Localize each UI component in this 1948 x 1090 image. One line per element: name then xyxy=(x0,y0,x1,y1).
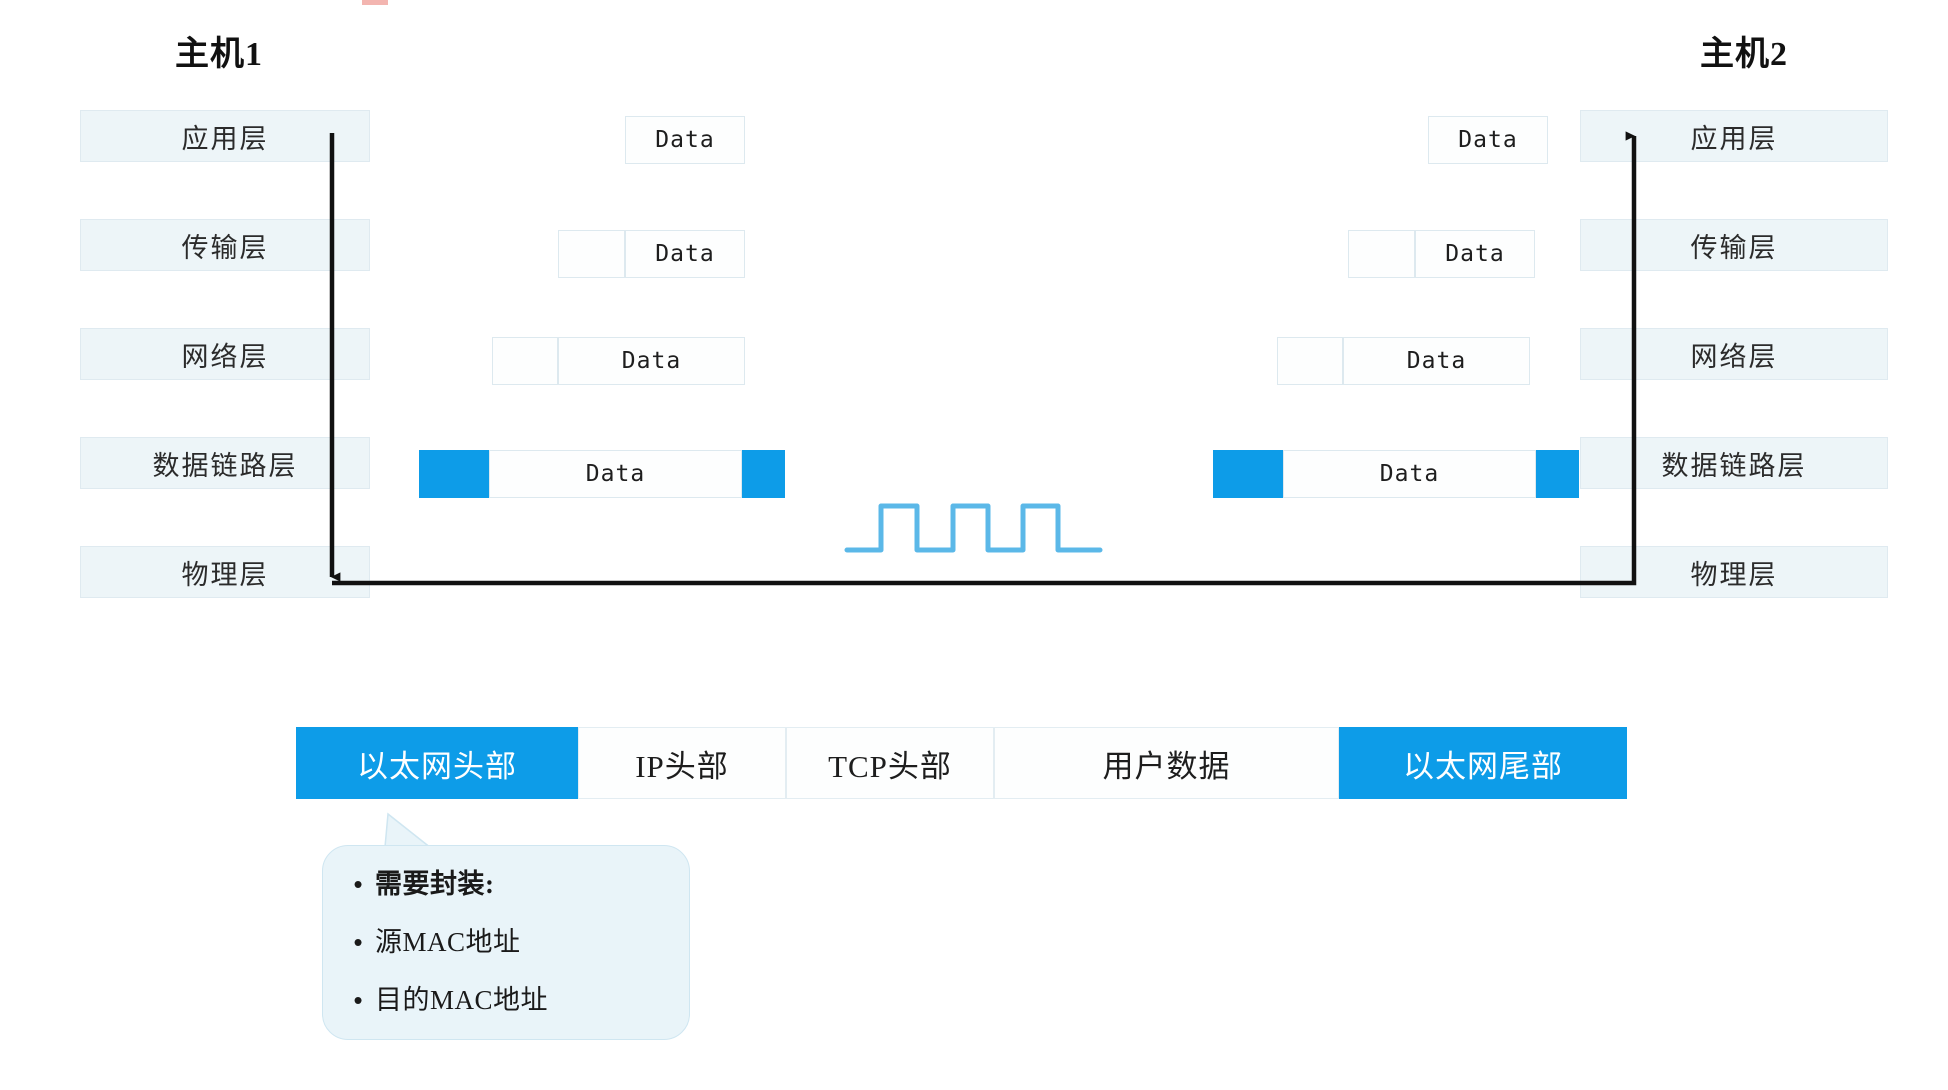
callout-item: • 需要封装: xyxy=(341,862,675,920)
host1-packet-network: Data xyxy=(492,337,745,385)
host2-packet-datalink: Data xyxy=(1213,450,1579,498)
callout-item: • 目的MAC地址 xyxy=(341,978,675,1036)
host2-layer-network[interactable]: 网络层 xyxy=(1580,328,1888,380)
frame-cell-tcp-header[interactable]: TCP头部 xyxy=(786,727,994,799)
frame-cell-ethernet-trailer[interactable]: 以太网尾部 xyxy=(1339,727,1627,799)
host2-layer-physical[interactable]: 物理层 xyxy=(1580,546,1888,598)
host2-packet-application: Data xyxy=(1428,116,1548,164)
packet-header-transport xyxy=(1348,230,1415,278)
host2-layer-datalink[interactable]: 数据链路层 xyxy=(1580,437,1888,489)
host2-layer-transport[interactable]: 传输层 xyxy=(1580,219,1888,271)
packet-payload: Data xyxy=(1415,230,1535,278)
host1-packet-application: Data xyxy=(625,116,745,164)
packet-header-network xyxy=(492,337,558,385)
frame-cell-ip-header[interactable]: IP头部 xyxy=(578,727,786,799)
packet-payload: Data xyxy=(1283,450,1536,498)
host1-packet-datalink: Data xyxy=(419,450,785,498)
packet-ethernet-header-block xyxy=(1213,450,1283,498)
callout-line-dest-mac: 目的MAC地址 xyxy=(375,985,549,1015)
host1-packet-transport: Data xyxy=(558,230,745,278)
host2-packet-network: Data xyxy=(1277,337,1530,385)
host1-layer-physical[interactable]: 物理层 xyxy=(80,546,370,598)
host2-packet-transport: Data xyxy=(1348,230,1535,278)
packet-ethernet-trailer-block xyxy=(1536,450,1579,498)
packet-payload: Data xyxy=(489,450,742,498)
host2-layer-application[interactable]: 应用层 xyxy=(1580,110,1888,162)
host1-layer-network[interactable]: 网络层 xyxy=(80,328,370,380)
ethernet-frame-bar: 以太网头部 IP头部 TCP头部 用户数据 以太网尾部 xyxy=(296,727,1627,799)
top-stray-mark xyxy=(362,0,388,5)
bullet-icon: • xyxy=(353,985,363,1015)
host1-layer-transport[interactable]: 传输层 xyxy=(80,219,370,271)
packet-header-transport xyxy=(558,230,625,278)
callout-line-source-mac: 源MAC地址 xyxy=(375,927,521,957)
packet-payload: Data xyxy=(1428,116,1548,164)
packet-ethernet-header-block xyxy=(419,450,489,498)
callout-item: • 源MAC地址 xyxy=(341,920,675,978)
packet-payload: Data xyxy=(558,337,745,385)
callout-line-title: 需要封装: xyxy=(375,869,495,899)
bullet-icon: • xyxy=(353,869,363,899)
encapsulation-callout: • 需要封装: • 源MAC地址 • 目的MAC地址 xyxy=(322,845,690,1040)
host1-title: 主机1 xyxy=(175,36,263,73)
frame-cell-ethernet-header[interactable]: 以太网头部 xyxy=(296,727,578,799)
packet-payload: Data xyxy=(625,230,745,278)
host1-layer-datalink[interactable]: 数据链路层 xyxy=(80,437,370,489)
host2-title: 主机2 xyxy=(1700,36,1788,73)
packet-payload: Data xyxy=(1343,337,1530,385)
packet-ethernet-trailer-block xyxy=(742,450,785,498)
packet-header-network xyxy=(1277,337,1343,385)
packet-payload: Data xyxy=(625,116,745,164)
frame-cell-user-data[interactable]: 用户数据 xyxy=(994,727,1339,799)
host1-layer-application[interactable]: 应用层 xyxy=(80,110,370,162)
bullet-icon: • xyxy=(353,927,363,957)
square-wave-signal-icon xyxy=(844,503,1103,553)
